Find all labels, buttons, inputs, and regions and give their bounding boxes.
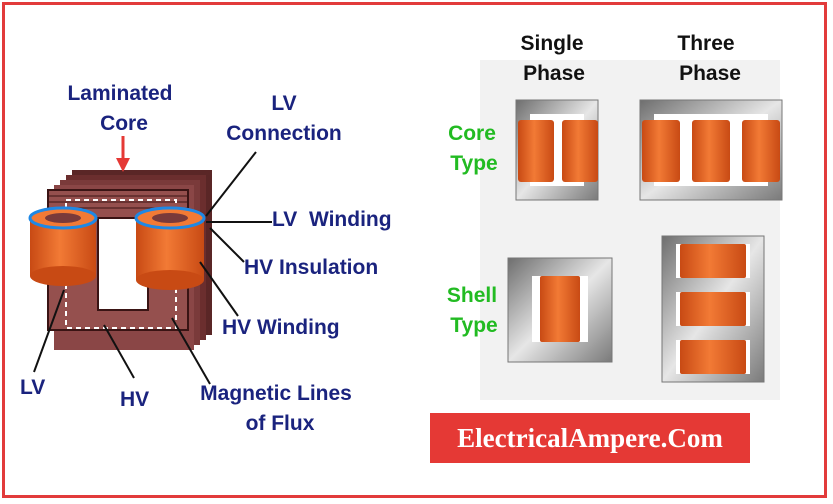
label-laminated-core-line2: Core — [100, 112, 148, 135]
brand-banner: ElectricalAmpere.Com — [430, 413, 750, 463]
label-flux-line2: of Flux — [246, 412, 315, 435]
label-lv-winding: LV Winding — [272, 208, 392, 231]
col-three-line1: Three — [677, 32, 734, 55]
shell-three-phase-image — [661, 235, 765, 383]
row-shell-line2: Type — [450, 314, 497, 337]
label-lv-connection-line1: LV — [271, 92, 296, 115]
label-hv-insulation: HV Insulation — [244, 256, 378, 279]
outer-frame — [2, 2, 827, 498]
col-three-line2: Phase — [679, 62, 741, 85]
label-hv: HV — [120, 388, 149, 411]
core-single-phase-image — [515, 99, 599, 201]
core-three-phase-image — [639, 99, 783, 201]
core-transformer-illustration — [28, 136, 272, 385]
col-single-line2: Phase — [523, 62, 585, 85]
col-single-line1: Single — [520, 32, 583, 55]
label-hv-winding: HV Winding — [222, 316, 340, 339]
left-winding — [28, 206, 98, 286]
row-core-line2: Type — [450, 152, 497, 175]
leader-lines — [33, 151, 272, 385]
right-winding — [134, 206, 206, 290]
label-lv: LV — [20, 376, 45, 399]
label-flux-line1: Magnetic Lines — [200, 382, 352, 405]
shell-single-phase-image — [507, 257, 613, 363]
label-lv-connection-line2: Connection — [226, 122, 342, 145]
row-shell-line1: Shell — [447, 284, 497, 307]
label-laminated-core-line1: Laminated — [67, 82, 172, 105]
row-core-line1: Core — [448, 122, 496, 145]
